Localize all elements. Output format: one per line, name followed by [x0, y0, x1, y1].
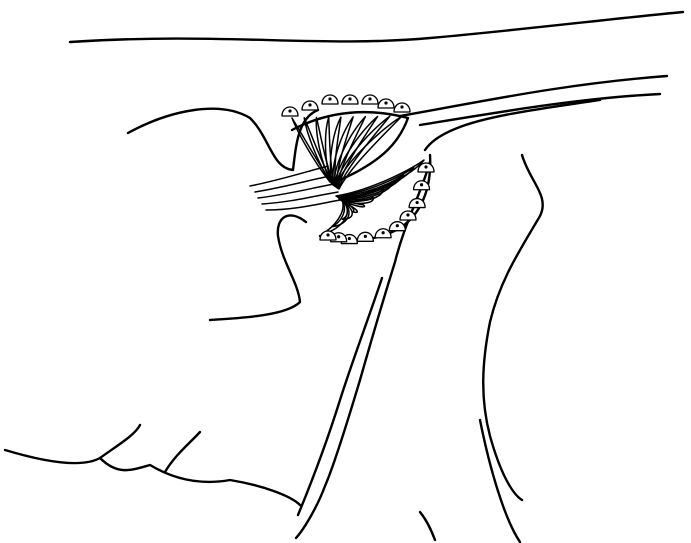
upper-fan-fold [335, 116, 389, 188]
right-strands [400, 76, 667, 150]
canal-fibre [255, 176, 330, 192]
upper-border-cell [362, 95, 378, 104]
lower-border-cell [389, 222, 405, 231]
interior-stroke [165, 432, 200, 472]
upper-border-cell [342, 95, 358, 104]
upper-border-cell [322, 95, 338, 104]
canal-fibre [258, 184, 334, 198]
lower-fan-fold [322, 200, 347, 234]
top-contour-line [70, 12, 683, 42]
upper-border-cell [282, 107, 298, 116]
lower-border-cell [400, 211, 416, 220]
lower-lip-contour [210, 215, 306, 320]
lower-border-cell [320, 231, 336, 240]
upper-lip-contour [128, 109, 318, 170]
upper-border-cell [378, 99, 394, 108]
inner-oblique-contour [298, 278, 382, 515]
lower-center-stroke [420, 512, 435, 540]
lower-right-stroke [480, 420, 520, 542]
lower-border-cell [357, 232, 373, 241]
upper-border-cell [394, 103, 410, 112]
lower-border-cell [414, 181, 430, 190]
canal-fibre [266, 200, 340, 210]
interior-stroke [100, 425, 140, 458]
upper-border-cell [302, 101, 318, 110]
right-lobe-contour [483, 155, 543, 500]
bottom-wavy-contour [5, 450, 300, 505]
